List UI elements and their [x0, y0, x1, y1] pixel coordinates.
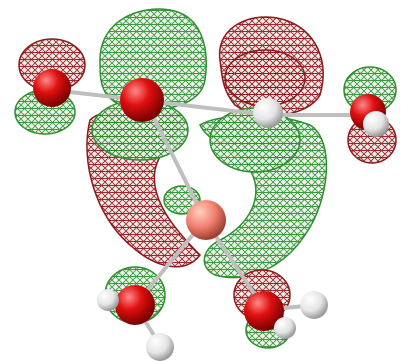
hydrogen-atom-bottom-left-2	[146, 333, 174, 361]
bond-c1-metal	[148, 108, 207, 222]
hydrogen-atom-bottom-right-2	[274, 317, 296, 339]
hydrogen-atom-upper-right	[253, 98, 283, 128]
metal-atom-center	[186, 200, 226, 240]
hydrogen-atom-right	[363, 111, 389, 137]
oxygen-atom-central	[120, 78, 164, 122]
oxygen-atom-left	[33, 69, 71, 107]
lobe-mid-right-red	[224, 49, 306, 107]
hydrogen-atom-bottom-right-1	[300, 291, 328, 319]
oxygen-atom-bottom-left	[115, 285, 155, 325]
hydrogen-atom-bottom-left-1	[97, 289, 119, 311]
oxygen-atom-bottom-right	[244, 291, 284, 331]
